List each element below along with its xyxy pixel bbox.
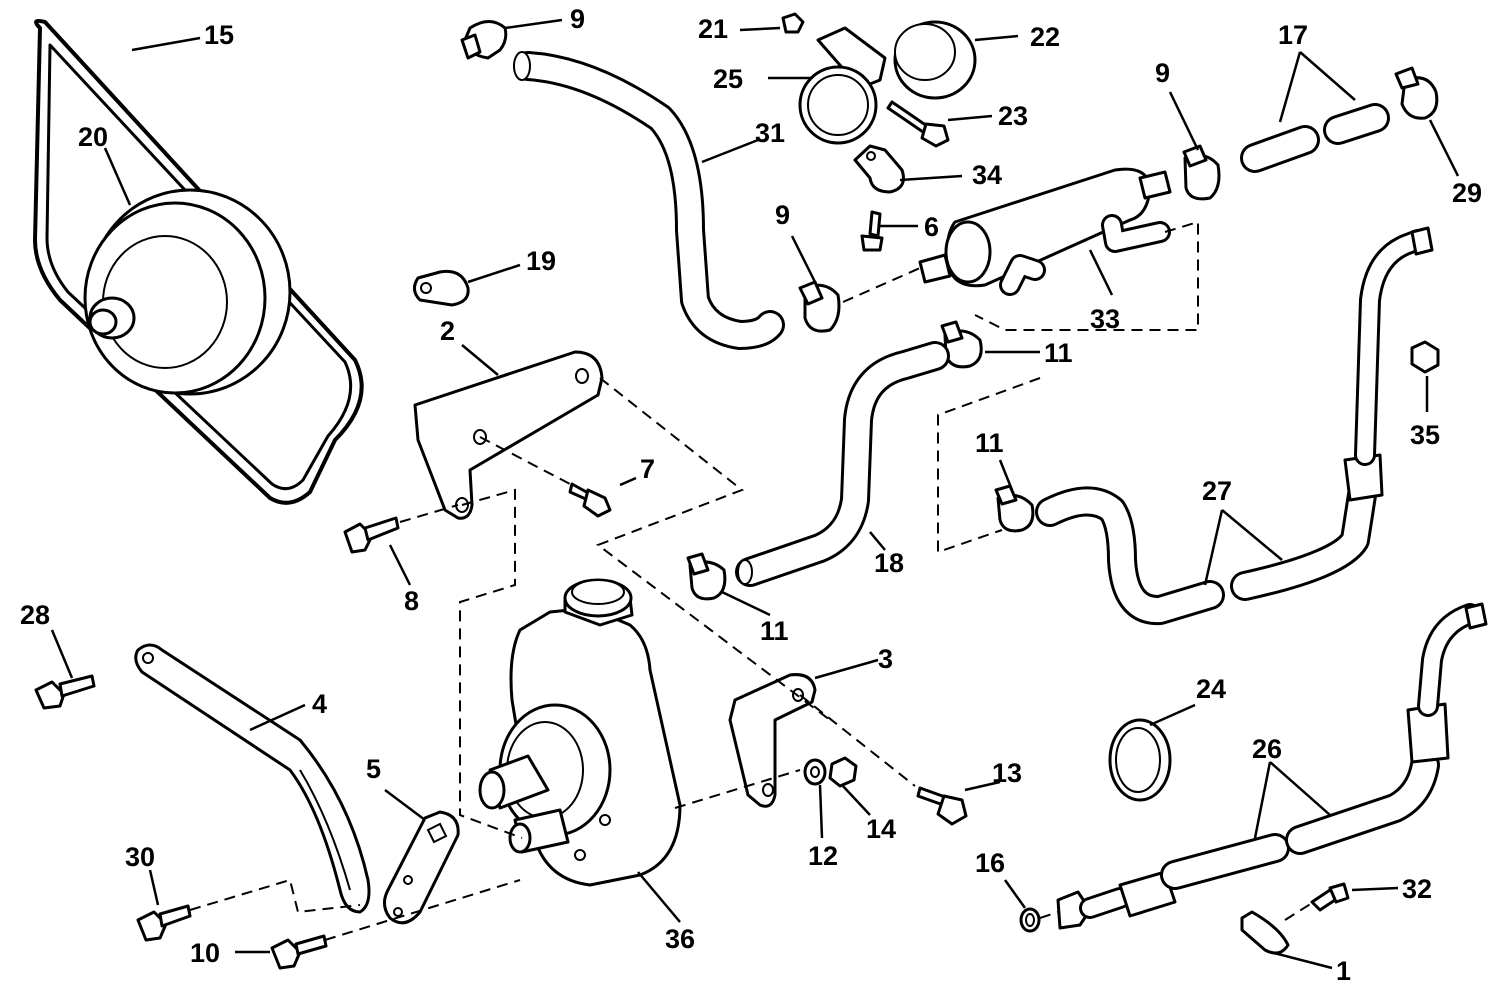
clamp-bracket-25 (798, 26, 887, 145)
hose-clamp-11-mid (994, 484, 1035, 533)
hose-26 (1056, 602, 1488, 930)
leader-lines (50, 18, 1460, 970)
assembly-dashed-lines (189, 220, 1313, 941)
callout-2: 2 (440, 316, 455, 346)
callout-18: 18 (874, 548, 904, 578)
drive-belt-15 (33, 18, 364, 505)
callout-25: 25 (713, 64, 743, 94)
pulley-20 (83, 188, 292, 396)
washer-12 (803, 758, 827, 786)
screw-6 (860, 210, 884, 252)
callout-4: 4 (312, 689, 327, 719)
bolt-30 (136, 904, 192, 942)
callout-17: 17 (1278, 20, 1308, 50)
callout-32: 32 (1402, 874, 1432, 904)
bracket-3 (728, 673, 817, 808)
callout-20: 20 (78, 122, 108, 152)
callout-36: 36 (665, 924, 695, 954)
callout-26: 26 (1252, 734, 1282, 764)
callout-33: 33 (1090, 304, 1120, 334)
hose-31 (513, 51, 785, 350)
callout-6: 6 (924, 212, 939, 242)
callout-5: 5 (366, 754, 381, 784)
callout-labels: 15 20 9 21 22 25 23 31 34 6 9 17 29 9 19… (20, 4, 1482, 986)
plate-5 (383, 810, 460, 925)
hose-clamp-11-bottom (686, 552, 727, 601)
hose-27 (1035, 226, 1434, 625)
callout-31: 31 (755, 118, 785, 148)
callout-19: 19 (526, 246, 556, 276)
nut-21 (781, 12, 805, 34)
callout-11-top: 11 (1044, 338, 1073, 368)
callout-22: 22 (1030, 22, 1060, 52)
clip-1 (1240, 910, 1290, 955)
callout-23: 23 (998, 101, 1028, 131)
callout-21: 21 (698, 14, 728, 44)
callout-9-right: 9 (1155, 58, 1170, 88)
clamp-19 (413, 269, 470, 307)
bolt-23 (886, 100, 950, 148)
hose-clamp-9-top (460, 20, 508, 60)
callout-9-top: 9 (570, 4, 585, 34)
callout-29: 29 (1452, 178, 1482, 208)
callout-10: 10 (190, 938, 220, 968)
bolt-13 (916, 786, 968, 826)
hose-clamp-9-mid (798, 280, 841, 333)
hose-clamp-29 (1394, 66, 1439, 120)
callout-11-mid: 11 (975, 428, 1004, 458)
callout-16: 16 (975, 848, 1005, 878)
callout-35: 35 (1410, 420, 1440, 450)
hose-18 (735, 341, 950, 587)
hoses-17 (1240, 103, 1390, 173)
callout-14: 14 (866, 814, 896, 844)
bracket-2 (413, 350, 604, 520)
adjusting-arm-4 (134, 643, 371, 914)
bolt-7 (568, 482, 612, 518)
callout-8: 8 (404, 586, 419, 616)
callout-24: 24 (1196, 674, 1226, 704)
nut-14 (828, 756, 858, 788)
clamp-34 (853, 144, 905, 194)
callout-27: 27 (1202, 476, 1232, 506)
screw-32 (1310, 882, 1350, 912)
hose-clamp-24 (1108, 718, 1172, 802)
bolt-8 (343, 516, 400, 554)
callout-3: 3 (878, 644, 893, 674)
hose-clamp-11-top (940, 320, 983, 369)
callout-28: 28 (20, 600, 50, 630)
fluid-cooler-33 (918, 167, 1172, 296)
sleeve-22 (893, 20, 977, 100)
bolt-10 (270, 934, 328, 970)
o-ring-16 (1019, 907, 1041, 933)
callout-9-mid: 9 (775, 200, 790, 230)
callout-30: 30 (125, 842, 155, 872)
power-steering-pump-36 (478, 578, 682, 887)
nut-35 (1410, 340, 1440, 374)
callout-7: 7 (640, 454, 655, 484)
hose-clamp-9-right (1182, 144, 1221, 201)
bolt-28 (34, 674, 96, 710)
callout-12: 12 (808, 841, 838, 871)
callout-13: 13 (992, 758, 1022, 788)
callout-11-bottom: 11 (760, 616, 789, 646)
callout-34: 34 (972, 160, 1002, 190)
callout-15: 15 (204, 20, 234, 50)
callout-1: 1 (1336, 956, 1351, 986)
